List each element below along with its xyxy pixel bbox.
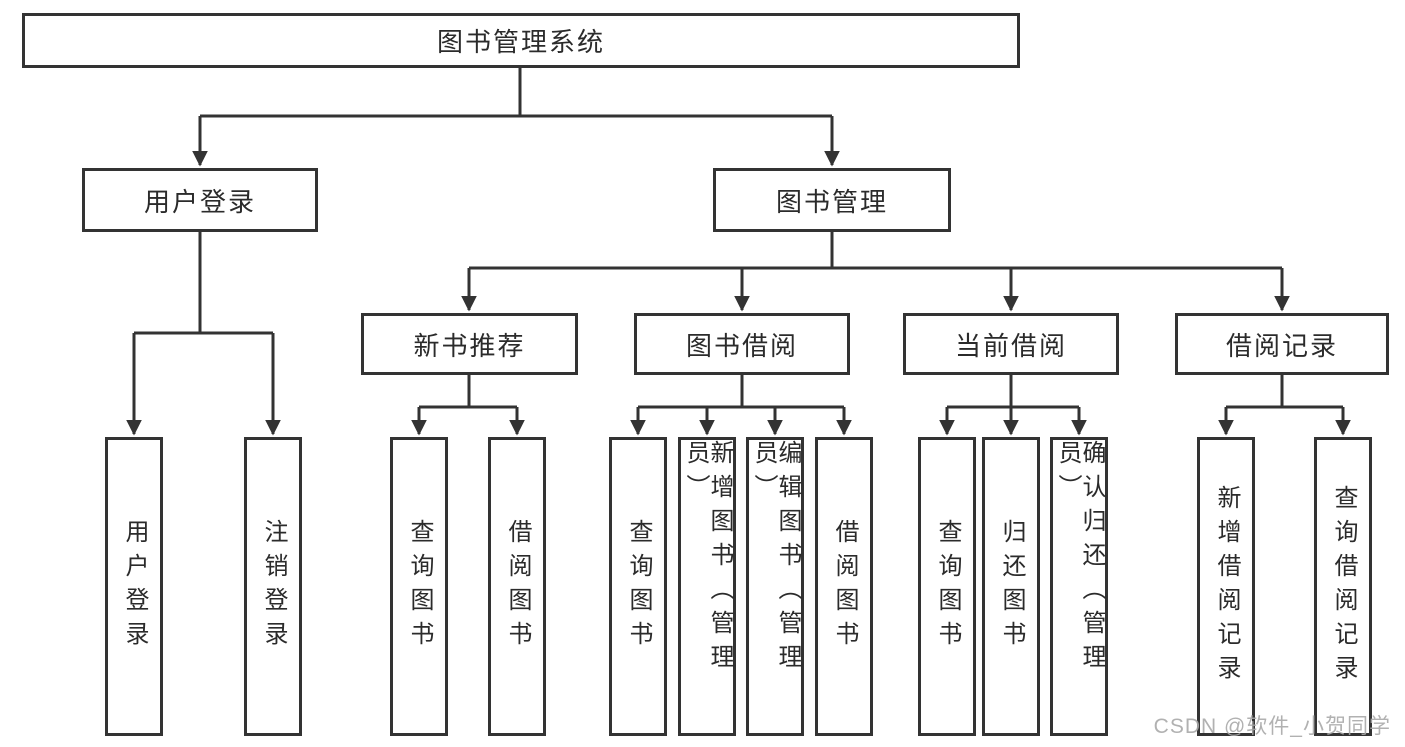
leaf-label: 新增借阅记录 [1213,484,1240,689]
leaf-label: 借阅图书 [831,518,858,655]
leaf-user-login: 用户登录 [105,437,163,736]
node-borrowing-records: 借阅记录 [1175,313,1389,375]
leaf-label: 确认归还（管理员） [1054,440,1105,678]
connector-root-to-level2 [192,68,840,167]
node-book-borrowing: 图书借阅 [634,313,850,375]
node-label: 图书管理 [775,186,888,217]
leaf-label: 查询图书 [406,518,433,655]
leaf-add-borrow-record: 新增借阅记录 [1197,437,1255,736]
leaf-confirm-return-admin: 确认归还（管理员） [1050,437,1108,736]
connector-new-book-recommendation-to-leaves [411,375,525,436]
leaf-label: 用户登录 [121,518,148,655]
node-label: 当前借阅 [954,330,1067,361]
leaf-label: 新增图书（管理员） [682,440,733,678]
watermark: CSDN @软件_小贺同学 [1153,715,1391,738]
connector-current-borrowing-to-leaves [939,375,1087,436]
leaf-borrow-books-recommend: 借阅图书 [488,437,546,736]
connector-book-borrowing-to-leaves [630,375,852,436]
connector-user-login-to-leaves [126,232,281,436]
leaf-query-books-recommend: 查询图书 [390,437,448,736]
node-label: 借阅记录 [1225,330,1338,361]
node-current-borrowing: 当前借阅 [903,313,1119,375]
node-label: 图书借阅 [685,330,798,361]
leaf-query-borrow-record: 查询借阅记录 [1314,437,1372,736]
leaf-label: 查询图书 [934,518,961,655]
node-label: 新书推荐 [413,330,526,361]
leaf-query-books-borrowing: 查询图书 [609,437,667,736]
node-new-book-recommendation: 新书推荐 [361,313,578,375]
node-book-management: 图书管理 [713,168,951,232]
node-label: 图书管理系统 [436,27,605,57]
node-user-login: 用户登录 [82,168,318,232]
leaf-label: 编辑图书（管理员） [750,440,801,678]
leaf-borrow-books-borrowing: 借阅图书 [815,437,873,736]
leaf-add-books-admin: 新增图书（管理员） [678,437,736,736]
leaf-label: 归还图书 [998,518,1025,655]
node-root-system: 图书管理系统 [22,13,1020,68]
connector-borrowing-records-to-leaves [1218,375,1351,436]
leaf-label: 注销登录 [260,518,287,655]
connector-book-management-to-level3 [461,232,1290,312]
leaf-label: 借阅图书 [504,518,531,655]
leaf-label: 查询图书 [625,518,652,655]
leaf-query-books-current: 查询图书 [918,437,976,736]
leaf-label: 查询借阅记录 [1330,484,1357,689]
node-label: 用户登录 [143,186,256,217]
leaf-logout-login: 注销登录 [244,437,302,736]
leaf-edit-books-admin: 编辑图书（管理员） [746,437,804,736]
leaf-return-books: 归还图书 [982,437,1040,736]
